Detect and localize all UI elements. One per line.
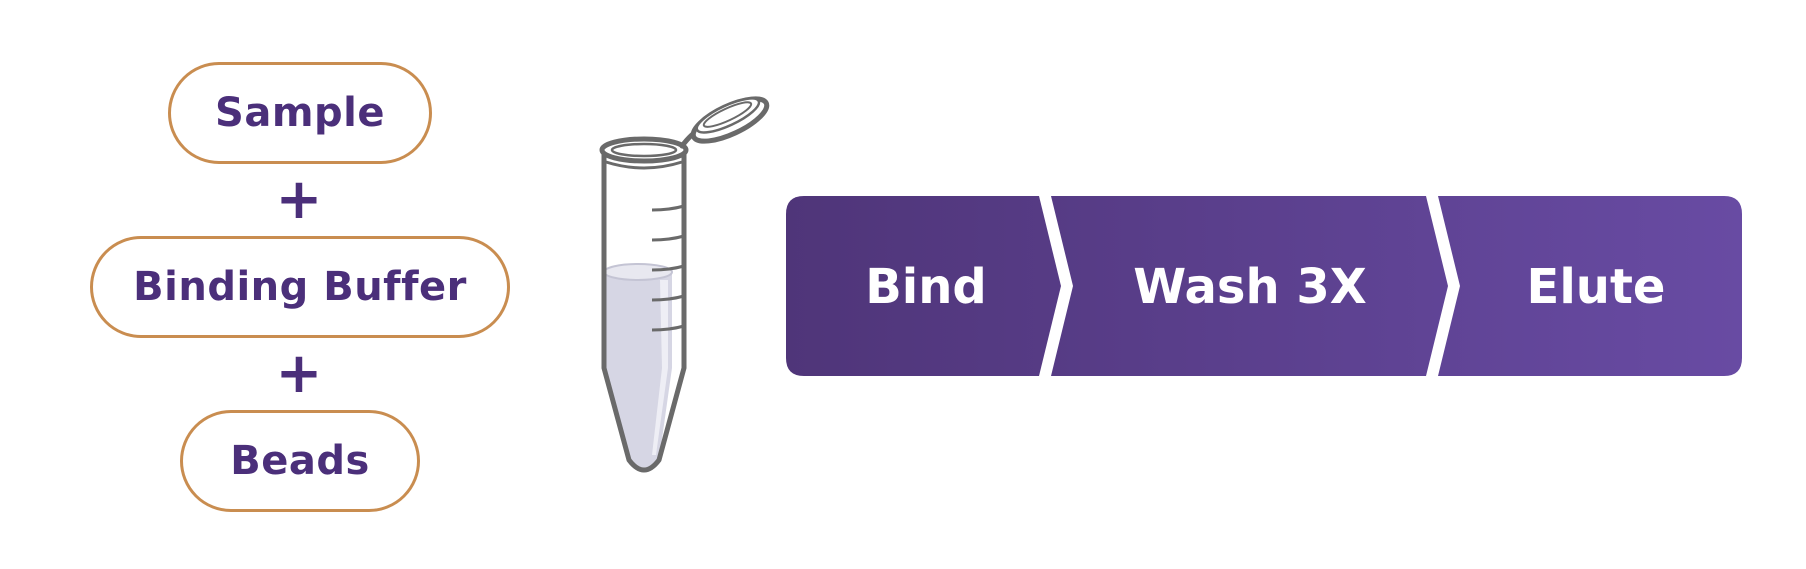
tube-graduation-2 (651, 234, 685, 242)
tube-liquid (604, 270, 672, 468)
tube-graduation-3 (651, 264, 685, 272)
plus-sign-2: + (275, 341, 323, 406)
step-elute-shape (1438, 196, 1742, 376)
microcentrifuge-tube-icon (599, 96, 770, 473)
step-bind-label: Bind (865, 259, 987, 315)
tube-rim-band (605, 160, 683, 170)
tube-liquid-surface (603, 263, 673, 281)
process-steps-bar: Bind Wash 3X Elute (786, 196, 1742, 376)
beads-label: Beads (230, 438, 370, 484)
sample-label: Sample (215, 90, 385, 136)
tube-rim (599, 136, 689, 164)
sample-pill: Sample (168, 62, 432, 164)
binding-buffer-label: Binding Buffer (133, 264, 467, 310)
tube-graduation-1 (651, 204, 685, 212)
binding-buffer-pill: Binding Buffer (90, 236, 510, 338)
tube-graduation-5 (651, 324, 685, 332)
step-elute-label: Elute (1527, 259, 1666, 315)
step-bind-shape (786, 196, 1061, 376)
plus-sign-1: + (275, 167, 323, 232)
tube-rim-inner (610, 142, 678, 158)
tube-graduation-4 (651, 294, 685, 302)
step-wash-shape (1051, 196, 1448, 376)
step-wash-label: Wash 3X (1133, 259, 1366, 315)
tube-cap (690, 96, 770, 144)
tube-body (601, 152, 687, 473)
beads-pill: Beads (180, 410, 420, 512)
tube-liquid-highlight (652, 280, 668, 455)
